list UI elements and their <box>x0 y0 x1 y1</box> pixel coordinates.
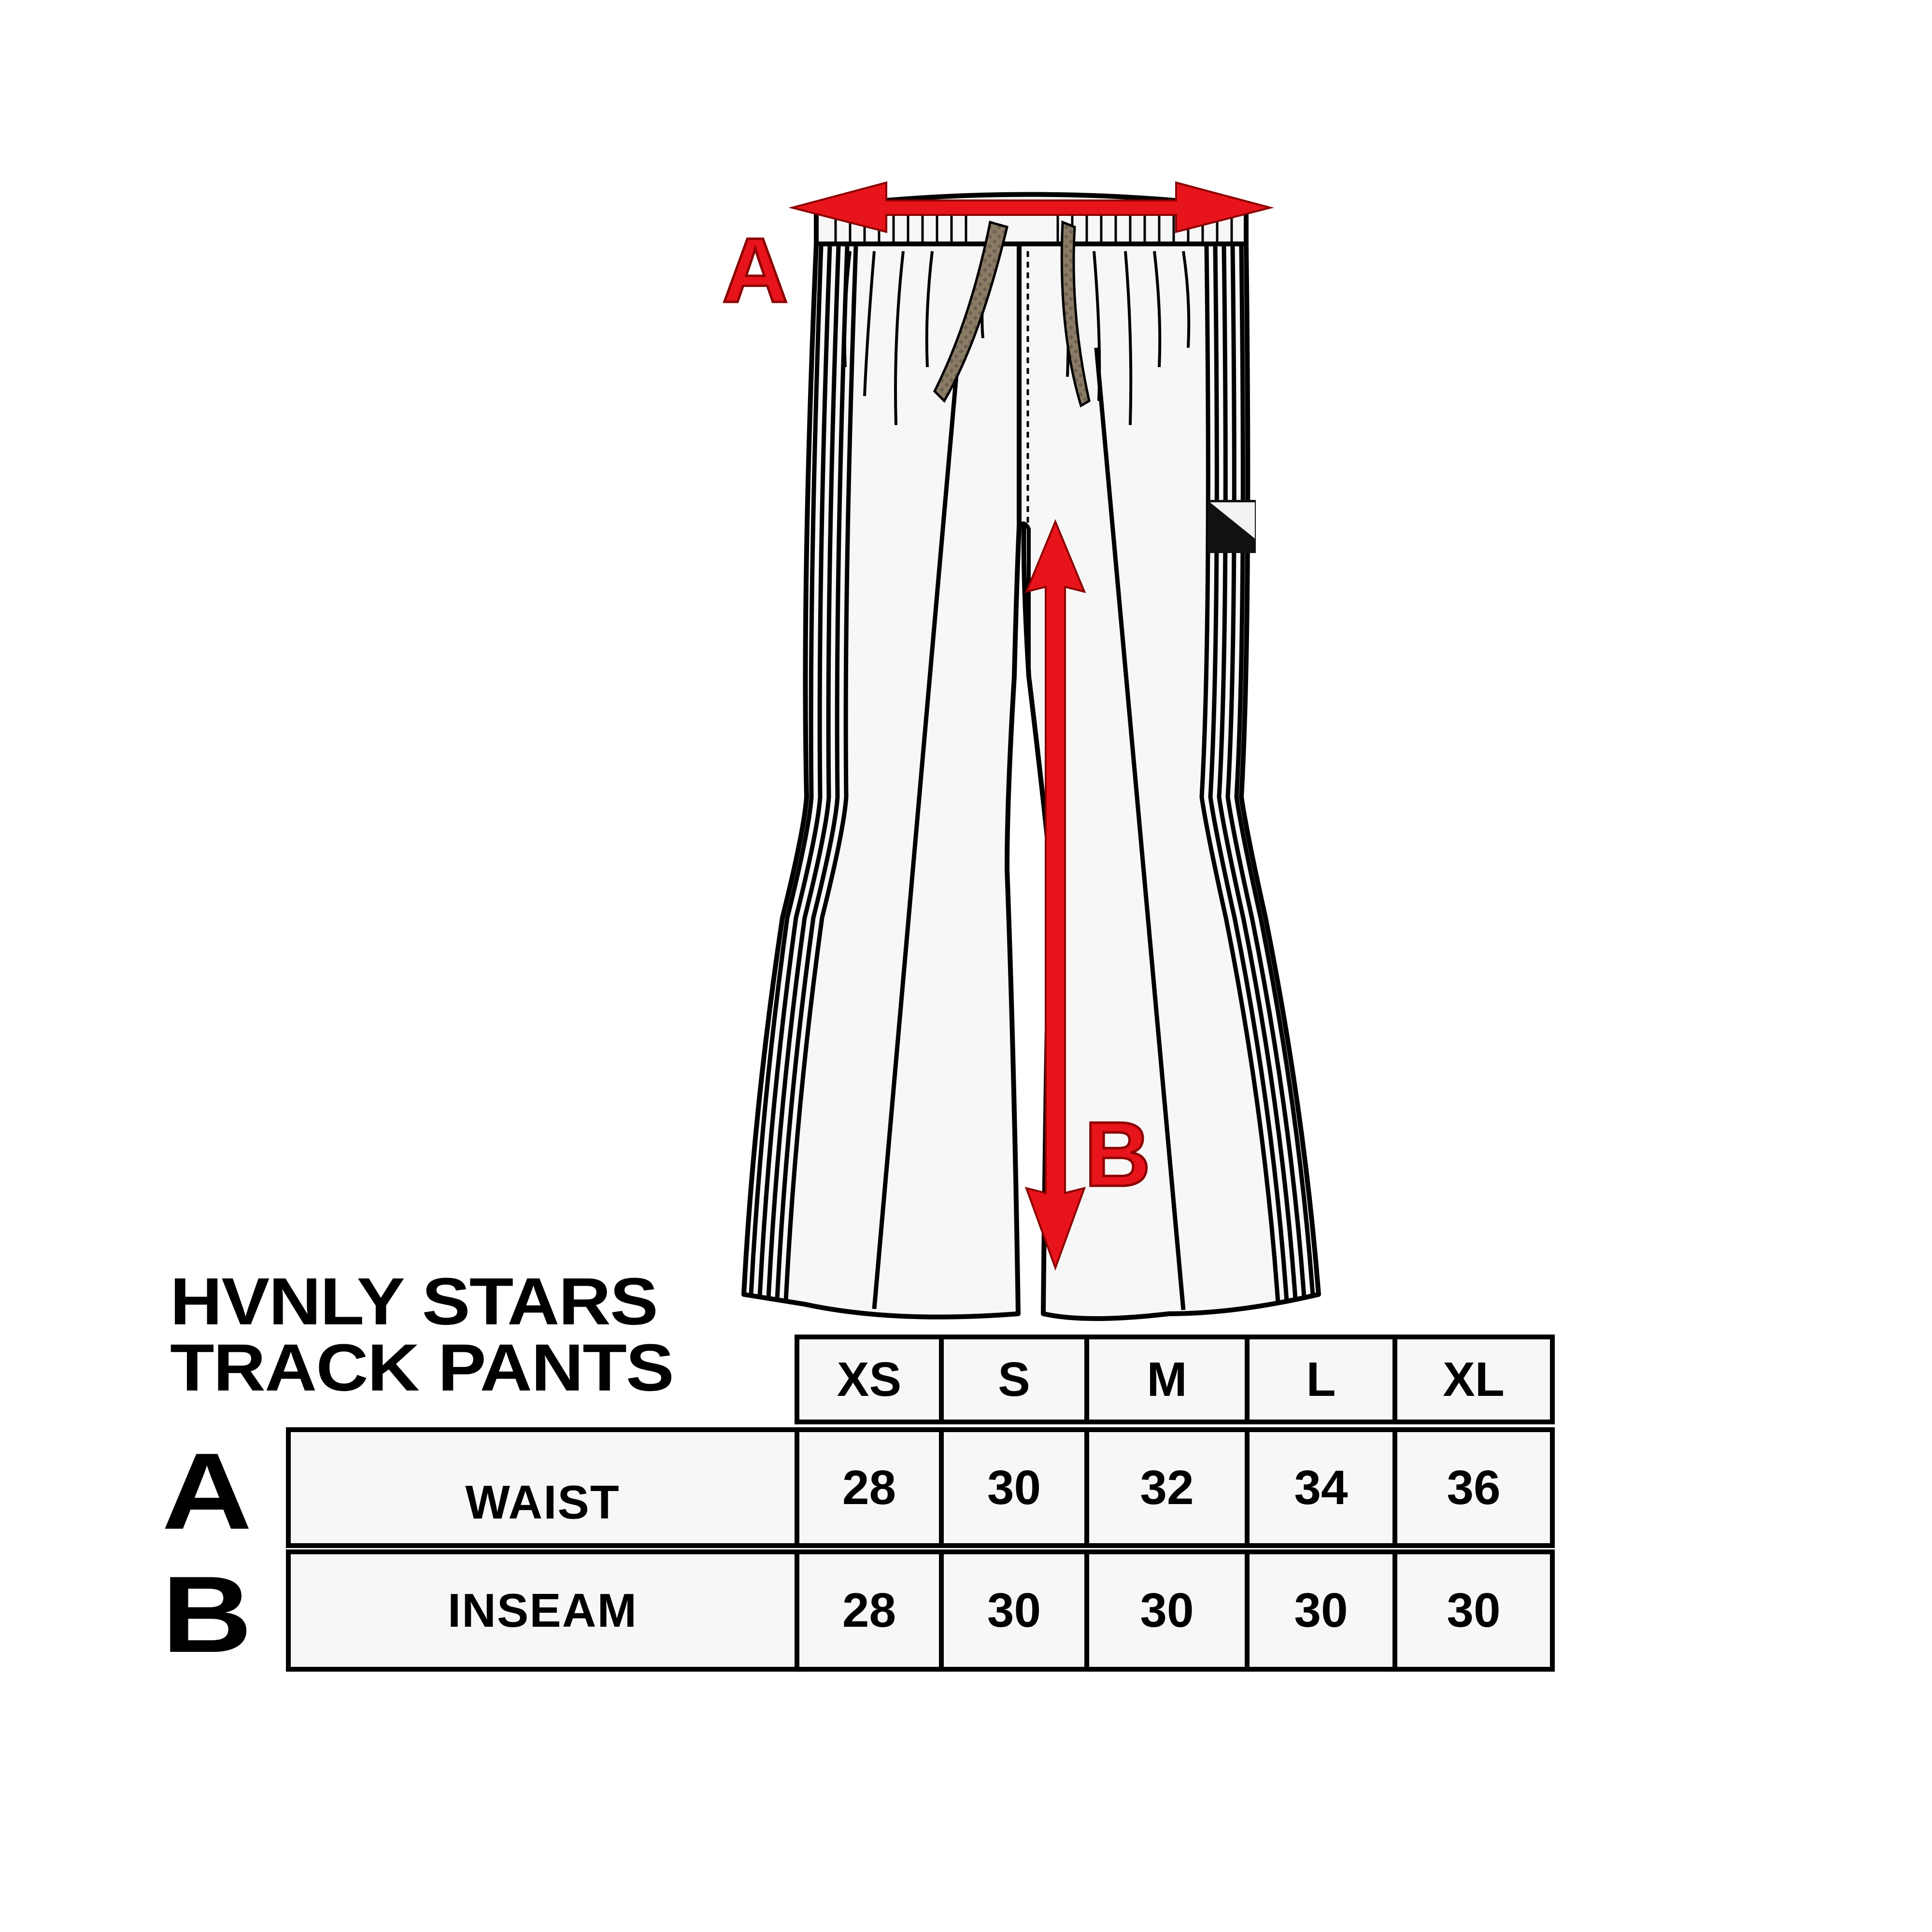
size-header-xs: XS <box>795 1335 944 1424</box>
track-pants-illustration: A B <box>721 181 1321 1321</box>
size-header-l: L <box>1245 1335 1397 1424</box>
size-header-s: S <box>939 1335 1089 1424</box>
size-header-xl: XL <box>1392 1335 1555 1424</box>
row-label-inseam: INSEAM <box>286 1549 799 1672</box>
row-letter-b: B <box>162 1553 252 1675</box>
measure-b-label: B <box>1084 1103 1151 1206</box>
waist-m-value: 32 <box>1084 1427 1250 1548</box>
left-side-stripes <box>749 246 858 1302</box>
size-header-m: M <box>1084 1335 1250 1424</box>
product-title-line2: TRACK PANTS <box>170 1330 674 1405</box>
product-title-line1: HVNLY STARS <box>170 1264 658 1339</box>
inseam-xs-value: 28 <box>795 1549 944 1672</box>
panel-seams <box>872 347 1186 1310</box>
crotch-seam <box>1017 521 1031 676</box>
inseam-s-value: 30 <box>939 1549 1089 1672</box>
inseam-l-value: 30 <box>1245 1549 1397 1672</box>
row-letter-a: A <box>162 1430 252 1552</box>
waist-xs-value: 28 <box>795 1427 944 1548</box>
inseam-xl-value: 30 <box>1392 1549 1555 1672</box>
waist-measurement-arrow <box>788 181 1274 233</box>
waist-l-value: 34 <box>1245 1427 1397 1548</box>
brand-patch-icon <box>1208 500 1256 553</box>
waist-s-value: 30 <box>939 1427 1089 1548</box>
inseam-m-value: 30 <box>1084 1549 1250 1672</box>
waist-xl-value: 36 <box>1392 1427 1555 1548</box>
measure-a-label: A <box>722 219 788 322</box>
row-label-waist: WAIST <box>286 1427 799 1548</box>
drawstrings <box>933 220 1091 408</box>
inseam-measurement-arrow <box>1024 519 1086 1271</box>
